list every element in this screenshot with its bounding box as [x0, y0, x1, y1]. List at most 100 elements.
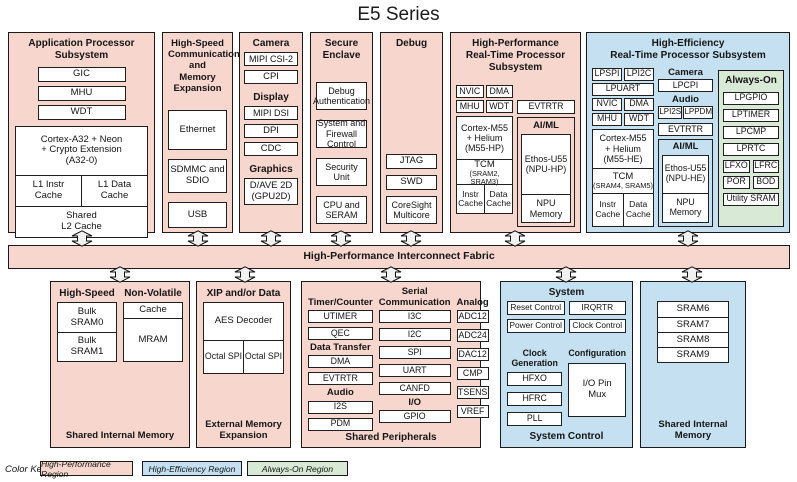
tcm-label: TCM: [474, 158, 495, 170]
lpgpio-box: LPGPIO: [723, 91, 779, 105]
dpi-box: DPI: [244, 124, 298, 138]
npu-memory-box: NPU Memory: [522, 194, 570, 222]
security-unit-box: Security Unit: [316, 157, 367, 186]
bidirectional-arrow: [555, 266, 577, 283]
pll-box: PLL: [507, 412, 563, 427]
tcm-label: TCM: [612, 170, 634, 182]
block-title: High-Performance Real-Time Processor Sub…: [465, 38, 566, 73]
irqrtr-box: IRQRTR: [568, 301, 626, 315]
bidirectional-arrow: [681, 266, 703, 283]
block-footer-label: System Control: [529, 430, 604, 442]
block-footer-label: Shared Internal Memory: [65, 430, 175, 442]
always-on-block: Always-On LPGPIO LPTIMER LPCMP LPRTC LFX…: [718, 69, 784, 227]
block-title: Secure Enclave: [322, 38, 361, 61]
uart-box: UART: [378, 364, 451, 377]
lpi2s-box: LPI2S: [658, 106, 683, 120]
mipi-csi2-box: MIPI CSI-2: [244, 52, 298, 66]
analog-header: Analog: [456, 296, 489, 308]
cpu-seram-box: CPU and SERAM: [316, 195, 367, 224]
high-efficiency-rt-subsystem: High-Efficiency Real-Time Processor Subs…: [586, 32, 790, 233]
bidirectional-arrow: [187, 230, 209, 247]
spacer: [517, 85, 575, 100]
mhu-box: MHU: [37, 85, 126, 101]
evtrtr-box: EVTRTR: [658, 123, 713, 137]
aiml-container: AI/ML Ethos-U55 (NPU-HE) NPU Memory: [658, 139, 713, 227]
shared-l2-cache: Shared L2 Cache: [16, 205, 147, 237]
shared-internal-memory-right: SRAM6 SRAM7 SRAM8 SRAM9 Shared Internal …: [640, 281, 746, 448]
i3c-box: I3C: [378, 310, 451, 323]
io-pin-mux-box: I/O Pin Mux: [568, 362, 626, 417]
utility-sram-box: Utility SRAM: [723, 192, 779, 206]
adc24-box: ADC24: [456, 329, 489, 342]
lpspi-box: LPSPI: [592, 67, 622, 81]
block-title: High-Efficiency Real-Time Processor Subs…: [610, 38, 766, 61]
debug-authentication-box: Debug Authentication: [313, 81, 370, 110]
bidirectional-arrow: [504, 230, 526, 247]
cpi-box: CPI: [244, 70, 298, 84]
tcm-srams-label: (SRAM2, SRAM3): [469, 169, 500, 186]
high-speed-header: High-Speed: [59, 288, 115, 299]
block-footer-label: Shared Peripherals: [345, 431, 437, 443]
shared-peripherals: Timer/Counter UTIMER QEC Data Transfer D…: [301, 281, 489, 448]
bidirectional-arrow: [109, 266, 131, 283]
mhu-box: MHU: [456, 100, 484, 114]
vref-box: VREF: [456, 405, 489, 418]
cortex-m55-hp-core: Cortex-M55 + Helium (M55-HP): [460, 123, 508, 154]
bod-box: BOD: [752, 175, 779, 189]
timer-counter-header: Timer/Counter: [308, 296, 373, 308]
l1-instr-cache: L1 Instr Cache: [32, 178, 65, 201]
cortex-a32-core: Cortex-A32 + Neon + Crypto Extension (A3…: [40, 133, 123, 166]
sram7-box: SRAM7: [658, 317, 728, 332]
por-box: POR: [723, 175, 750, 189]
system-control: System Reset Control IRQRTR Power Contro…: [500, 281, 633, 448]
hfxo-box: HFXO: [507, 372, 563, 387]
block-title: Debug: [395, 38, 428, 49]
mram-box: MRAM: [124, 318, 182, 361]
non-volatile-header: Non-Volatile: [124, 288, 182, 299]
gpio-box: GPIO: [378, 410, 451, 424]
bulk-sram1-box: Bulk SRAM1: [58, 332, 116, 361]
cmp-box: CMP: [456, 367, 489, 380]
mhu-box: MHU: [592, 112, 622, 126]
fabric-label: High-Performance Interconnect Fabric: [303, 250, 495, 263]
clock-generation-header: Clock Generation: [511, 348, 558, 368]
bidirectional-arrow: [330, 230, 352, 247]
aiml-container: AI/ML Ethos-U55 (NPU-HP) NPU Memory: [517, 117, 575, 227]
evtrtr-box: EVTRTR: [308, 372, 373, 386]
block-title: High-Speed Communication and Memory Expa…: [168, 38, 240, 94]
sram6-box: SRAM6: [676, 303, 710, 315]
lpi2c-box: LPI2C: [624, 67, 654, 81]
camera-header: Camera: [252, 38, 290, 49]
reset-control-box: Reset Control: [507, 301, 565, 315]
aes-decoder-box: AES Decoder: [214, 315, 273, 327]
i2s-box: I2S: [308, 400, 373, 414]
jtag-box: JTAG: [386, 154, 437, 169]
audio-header: Audio: [672, 94, 699, 106]
lpcpi-box: LPCPI: [658, 79, 713, 93]
sram8-box: SRAM8: [658, 332, 728, 347]
evtrtr-box: EVTRTR: [517, 100, 575, 115]
data-cache-cell: Data Cache: [622, 193, 654, 226]
camera-display-graphics-block: Camera MIPI CSI-2 CPI Display MIPI DSI D…: [239, 32, 303, 233]
octal-spi-right-box: Octal SPI: [243, 341, 283, 373]
camera-header: Camera: [668, 66, 703, 78]
block-title: Application Processor Subsystem: [28, 38, 135, 61]
instr-cache-cell: Instr Cache: [458, 188, 483, 209]
legend-always-on-region: Always-On Region: [247, 461, 348, 476]
wdt-box: WDT: [624, 112, 654, 126]
ethos-u55-hp-box: Ethos-U55 (NPU-HP): [524, 154, 568, 175]
high-speed-comm-memory-expansion: High-Speed Communication and Memory Expa…: [162, 32, 240, 233]
display-header: Display: [253, 92, 289, 103]
dma-box: DMA: [308, 355, 373, 369]
mipi-dsi-box: MIPI DSI: [244, 106, 298, 120]
pdm-box: PDM: [308, 417, 373, 431]
gpu2d-box: D/AVE 2D (GPU2D): [244, 178, 298, 205]
block-footer-label: Shared Internal Memory: [658, 419, 728, 442]
high-performance-rt-subsystem: High-Performance Real-Time Processor Sub…: [450, 32, 581, 233]
aiml-header: AI/ML: [672, 141, 699, 153]
cdc-box: CDC: [244, 142, 298, 156]
page-title: E5 Series: [357, 4, 440, 25]
coresight-multicore-box: CoreSight Multicore: [386, 196, 437, 224]
spacer: [386, 50, 437, 154]
